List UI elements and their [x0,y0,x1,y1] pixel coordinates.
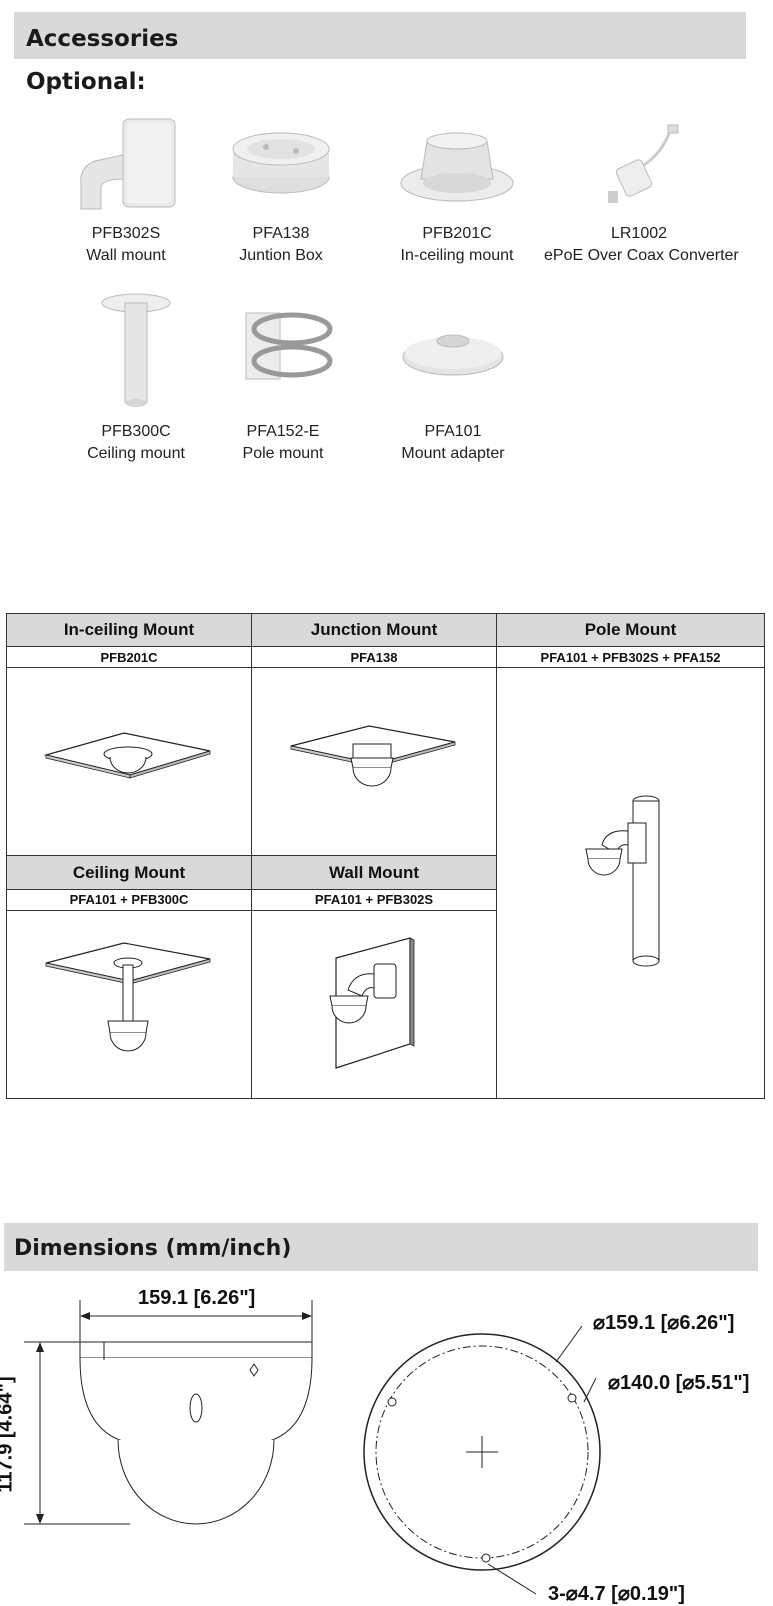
accessory-desc: Juntion Box [239,247,323,264]
bolt-circle-label: ⌀140.0 [⌀5.51"] [608,1372,750,1394]
top-view-drawing [363,1325,601,1595]
accessory-code: PFB300C [101,423,171,440]
junction-mount-header: Junction Mount [251,612,497,648]
accessory-code: PFA138 [252,225,310,242]
mount-adapter-image [402,334,504,376]
accessory-pfa101: PFA101 Mount adapter [358,291,548,465]
accessory-code: PFA152-E [246,423,320,440]
mounting-table: In-ceiling Mount Junction Mount Pole Mou… [6,612,765,1100]
outer-diameter-label: ⌀159.1 [⌀6.26"] [593,1312,735,1334]
accessory-pfa152e: PFA152-E Pole mount [188,291,378,465]
in-ceiling-mount-parts: PFB201C [6,646,252,669]
height-dimension-label: 117.9 [4.64"] [0,1376,17,1493]
accessory-desc: Pole mount [242,445,324,462]
pole-mount-drawing-cell [496,667,765,1099]
accessory-pfb201c: PFB201C In-ceiling mount [362,113,552,267]
pole-mount-drawing [584,795,659,967]
mounting-holes-label: 3-⌀4.7 [⌀0.19"] [548,1583,685,1605]
ceiling-mount-header: Ceiling Mount [6,855,252,890]
accessory-code: LR1002 [610,225,668,242]
ceiling-mount-drawing [45,942,211,1052]
accessory-lr1002: LR1002 ePoE Over Coax Converter [544,113,739,267]
wall-mount-drawing-cell [251,909,497,1100]
in-ceiling-mount-header: In-ceiling Mount [6,612,252,648]
accessory-desc: In-ceiling mount [400,247,514,264]
ceiling-mount-parts: PFA101 + PFB300C [6,888,252,911]
accessory-pfb302s: PFB302S Wall mount [31,113,221,267]
accessory-desc: Mount adapter [401,445,505,462]
accessory-desc: Ceiling mount [87,445,185,462]
accessory-desc: Wall mount [86,247,166,264]
in-ceiling-mount-drawing [44,732,211,779]
accessory-code: PFB201C [422,225,492,242]
pole-mount-header: Pole Mount [496,612,765,648]
accessories-title: Accessories [26,26,179,52]
junction-mount-drawing [290,725,456,787]
pole-mount-parts: PFA101 + PFB302S + PFA152 [496,646,765,669]
poe-converter-image [608,124,679,203]
width-dimension-label: 159.1 [6.26"] [138,1287,256,1309]
junction-box-image [232,132,330,194]
accessory-desc: ePoE Over Coax Converter [544,247,739,264]
in-ceiling-mount-drawing-cell [6,667,252,857]
wall-mount-parts: PFA101 + PFB302S [251,888,497,911]
ceiling-mount-image [101,293,171,407]
optional-label: Optional: [26,69,146,95]
wall-mount-header: Wall Mount [251,855,497,890]
ceiling-mount-drawing-cell [6,909,252,1100]
accessory-pfa138: PFA138 Juntion Box [186,113,376,267]
junction-mount-drawing-cell [251,667,497,857]
dimensions-band [4,1223,758,1271]
accessories-band [14,12,746,59]
junction-mount-parts: PFA138 [251,646,497,669]
wall-mount-drawing [329,937,415,1070]
accessory-pfb300c: PFB300C Ceiling mount [41,291,231,465]
accessory-code: PFA101 [424,423,482,440]
accessory-code: PFB302S [91,225,161,242]
wall-mount-image [80,118,176,210]
pole-mount-image [245,312,333,380]
in-ceiling-mount-image [400,132,514,202]
dimensions-title: Dimensions (mm/inch) [14,1236,292,1261]
side-view-drawing [24,1300,313,1525]
